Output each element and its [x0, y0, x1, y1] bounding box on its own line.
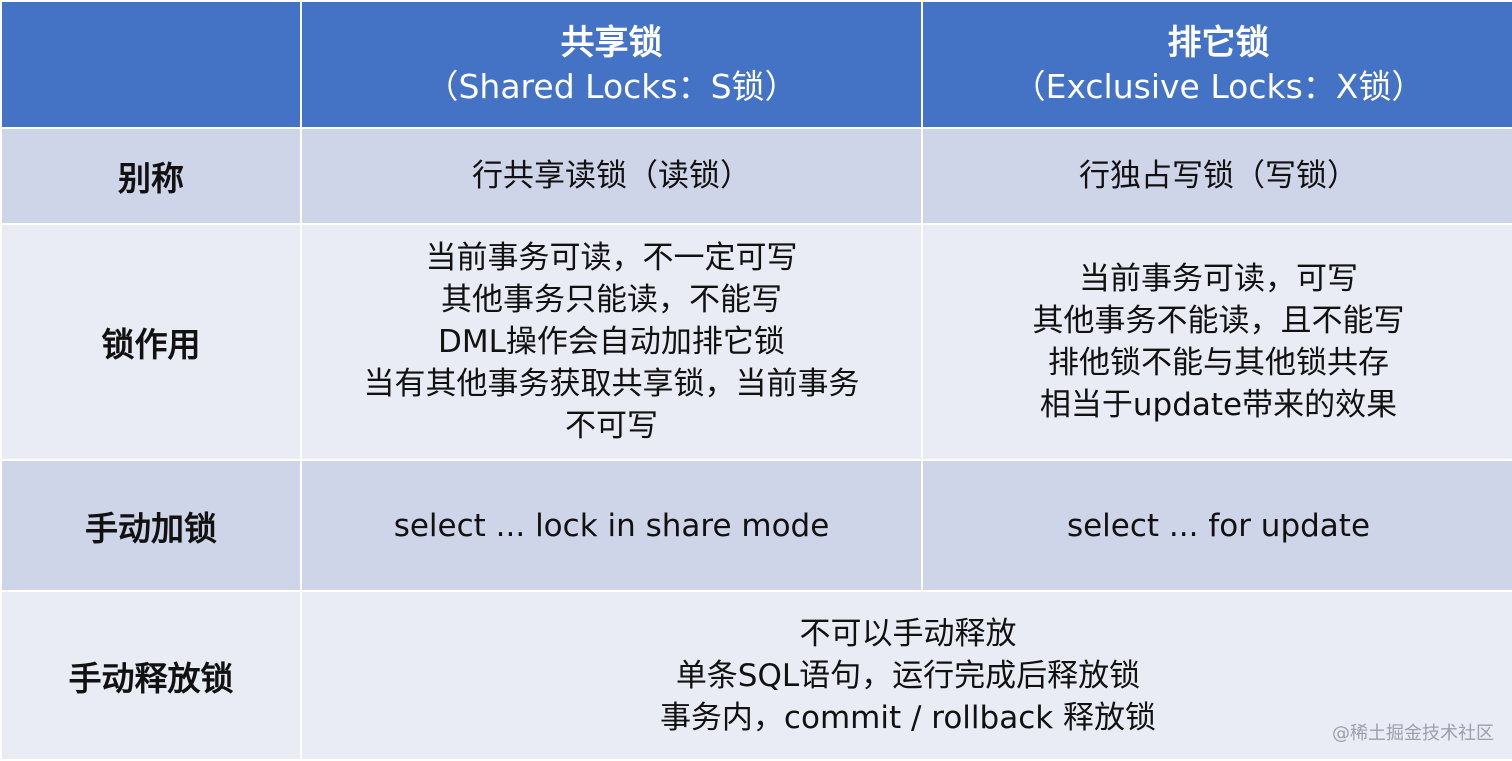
cell-line: 相当于update带来的效果	[1039, 387, 1398, 424]
cell-line: 不可写	[565, 408, 658, 445]
table-row-manual-release: 手动释放锁 不可以手动释放 单条SQL语句，运行完成后释放锁 事务内，commi…	[2, 592, 1512, 759]
exclusive-cell: 当前事务可读，可写 其他事务不能读，且不能写 排他锁不能与其他锁共存 相当于up…	[923, 225, 1512, 459]
cell-line: 其他事务不能读，且不能写	[1032, 303, 1405, 340]
cell-line: 行独占写锁（写锁）	[1079, 158, 1358, 195]
cell-line: 当前事务可读，不一定可写	[425, 240, 798, 277]
header-shared-lock: 共享锁 （Shared Locks：S锁）	[302, 2, 921, 128]
cell-line: select ... lock in share mode	[393, 507, 830, 544]
table-row-effect: 锁作用 当前事务可读，不一定可写 其他事务只能读，不能写 DML操作会自动加排它…	[2, 225, 1512, 459]
row-label: 锁作用	[2, 225, 300, 459]
shared-cell: 行共享读锁（读锁）	[302, 129, 921, 224]
header-exclusive-lock: 排它锁 （Exclusive Locks：X锁）	[923, 2, 1512, 128]
cell-line: select ... for update	[1066, 507, 1371, 544]
cell-line: 事务内，commit / rollback 释放锁	[659, 699, 1157, 736]
exclusive-cell: 行独占写锁（写锁）	[923, 129, 1512, 224]
exclusive-lock-title: 排它锁	[1167, 22, 1270, 63]
cell-line: DML操作会自动加排它锁	[438, 324, 785, 361]
shared-cell: select ... lock in share mode	[302, 460, 921, 591]
cell-line: 排他锁不能与其他锁共存	[1048, 345, 1389, 382]
row-label: 手动释放锁	[2, 592, 300, 759]
shared-cell: 当前事务可读，不一定可写 其他事务只能读，不能写 DML操作会自动加排它锁 当有…	[302, 225, 921, 459]
cell-line: 当有其他事务获取共享锁，当前事务	[363, 366, 860, 403]
header-empty-cell	[2, 2, 300, 128]
cell-line: 其他事务只能读，不能写	[441, 282, 782, 319]
table-row-manual-lock: 手动加锁 select ... lock in share mode selec…	[2, 460, 1512, 591]
exclusive-lock-subtitle: （Exclusive Locks：X锁）	[1012, 66, 1425, 106]
row-label: 别称	[2, 129, 300, 224]
exclusive-cell: select ... for update	[923, 460, 1512, 591]
cell-line: 单条SQL语句，运行完成后释放锁	[675, 657, 1141, 694]
cell-line: 当前事务可读，可写	[1079, 261, 1358, 298]
cell-line: 不可以手动释放	[799, 615, 1017, 652]
merged-cell: 不可以手动释放 单条SQL语句，运行完成后释放锁 事务内，commit / ro…	[302, 592, 1512, 759]
row-label: 手动加锁	[2, 460, 300, 591]
header-row: 共享锁 （Shared Locks：S锁） 排它锁 （Exclusive Loc…	[2, 2, 1512, 128]
watermark: @稀土掘金技术社区	[1332, 723, 1494, 744]
cell-line: 行共享读锁（读锁）	[472, 158, 751, 195]
shared-lock-title: 共享锁	[560, 22, 663, 63]
table-row-alias: 别称 行共享读锁（读锁） 行独占写锁（写锁）	[2, 129, 1512, 224]
shared-lock-subtitle: （Shared Locks：S锁）	[425, 66, 798, 106]
